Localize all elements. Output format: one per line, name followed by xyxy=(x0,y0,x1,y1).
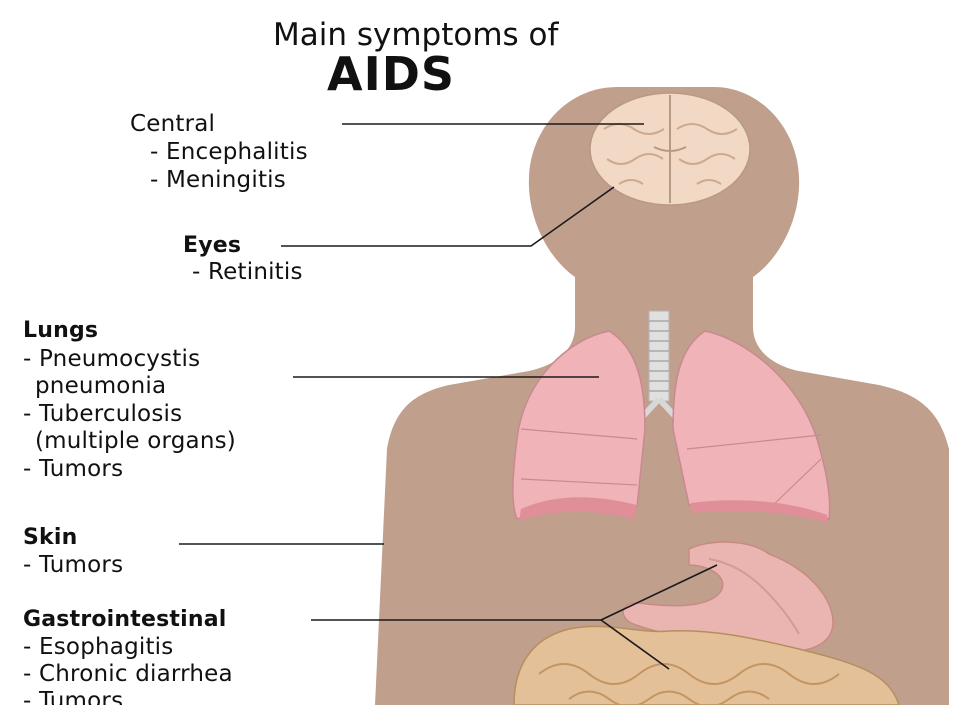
gastrointestinal-item: - Tumors xyxy=(23,687,123,705)
central-item: - Encephalitis xyxy=(150,138,308,166)
skin-heading: Skin xyxy=(23,524,77,552)
gastrointestinal-item: - Esophagitis xyxy=(23,633,173,661)
diagram-frame: Main symptoms of AIDS Central - Encephal… xyxy=(9,9,949,705)
lungs-item: - Tumors xyxy=(23,455,123,483)
central-heading: Central xyxy=(130,110,215,138)
eyes-heading: Eyes xyxy=(183,232,241,260)
lungs-item: - Tuberculosis xyxy=(23,400,182,428)
eyes-item: - Retinitis xyxy=(192,258,303,286)
lungs-item: - Pneumocystis xyxy=(23,345,200,373)
gastrointestinal-heading: Gastrointestinal xyxy=(23,606,227,634)
lungs-item: (multiple organs) xyxy=(35,427,236,455)
title-line-2: AIDS xyxy=(327,49,455,99)
central-item: - Meningitis xyxy=(150,166,286,194)
gastrointestinal-item: - Chronic diarrhea xyxy=(23,660,233,688)
lungs-item: pneumonia xyxy=(35,372,166,400)
lungs-heading: Lungs xyxy=(23,317,98,345)
skin-item: - Tumors xyxy=(23,551,123,579)
brain xyxy=(590,93,750,205)
